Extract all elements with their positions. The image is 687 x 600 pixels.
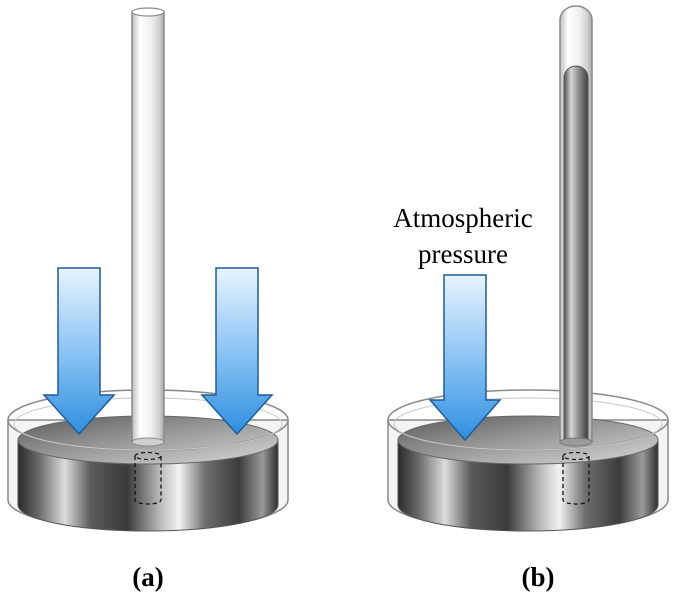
atmospheric-pressure-line1: Atmospheric xyxy=(393,203,533,233)
down-arrow-icon xyxy=(428,274,502,442)
panel-b-dish xyxy=(387,389,669,532)
down-arrow-icon xyxy=(200,267,274,436)
panel-b-tube xyxy=(559,5,593,505)
panel-b-label: (b) xyxy=(521,562,555,592)
panel-a-label: (a) xyxy=(132,562,164,592)
down-arrow-icon xyxy=(42,267,116,436)
atmospheric-pressure-label: Atmospheric pressure xyxy=(368,200,558,272)
atmospheric-pressure-line2: pressure xyxy=(418,239,508,269)
panel-a-tube xyxy=(131,7,165,505)
